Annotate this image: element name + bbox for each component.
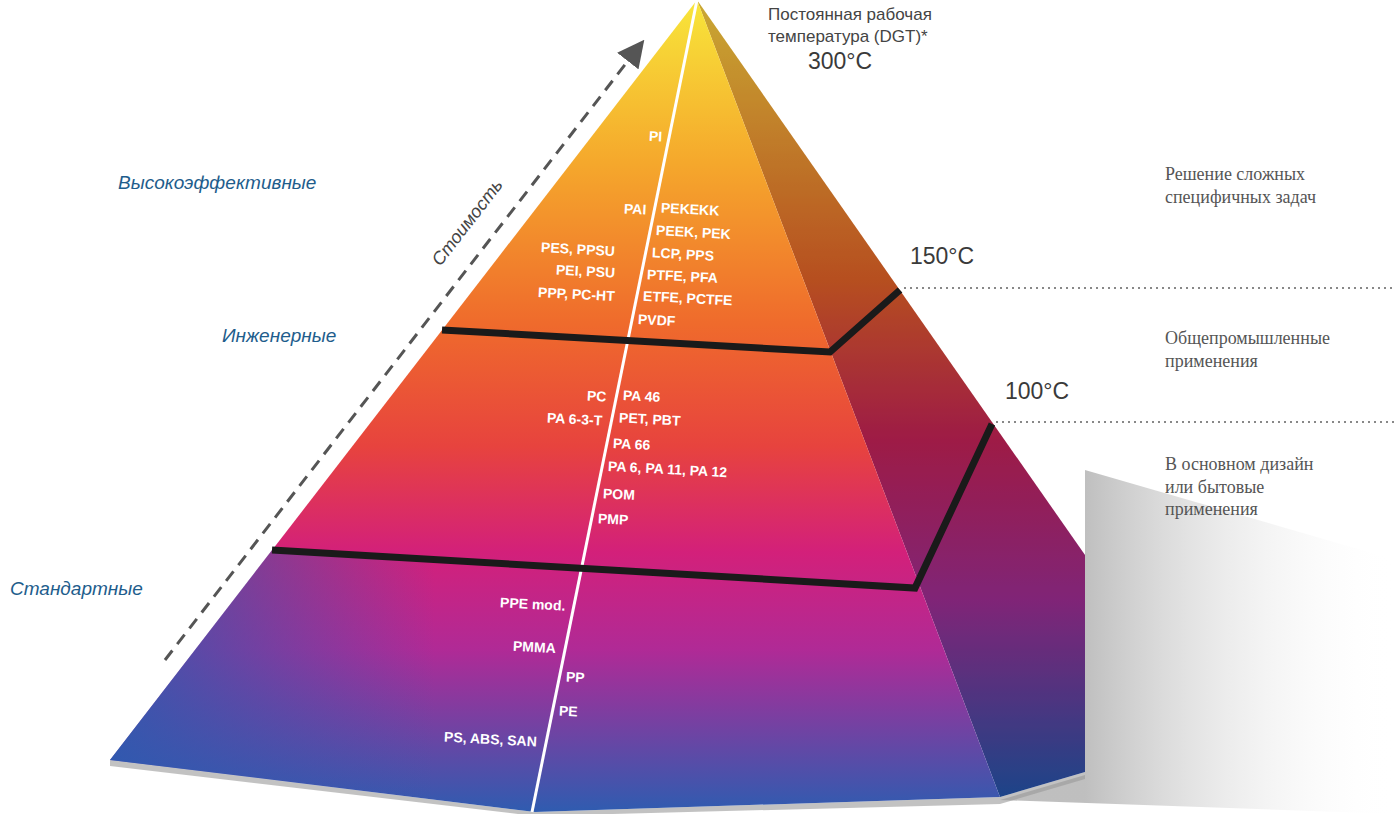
polymer-name: PTFE, PFA xyxy=(647,266,719,286)
pyramid-front-face xyxy=(110,0,1000,812)
polymer-name: POM xyxy=(603,485,636,503)
cost-arrow xyxy=(165,44,641,660)
temperature-label: 150°C xyxy=(910,243,974,271)
application-note: В основном дизайн или бытовые применения xyxy=(1165,453,1330,521)
polymer-name: PMP xyxy=(598,510,629,528)
polymer-name: PA 46 xyxy=(623,387,661,406)
pyramid-tier: СтандартныеPPE mod. PMMA PS, ABS, SAN PP PE xyxy=(0,550,1000,800)
temperature-guide xyxy=(904,287,1396,289)
polymer-name: PMMA xyxy=(513,638,557,657)
diagram-title: Постоянная рабочая температура (DGT)* xyxy=(768,4,946,48)
temperature-label: 100°C xyxy=(1005,378,1069,406)
polymer-name: PEI, PSU xyxy=(556,261,616,281)
pyramid-tier: ИнженерныеPC PA 6-3-T PA 46 PET, PBT PA 66 PA… xyxy=(200,320,1000,550)
tier-heading: Стандартные xyxy=(10,578,143,601)
polymer-name: ETFE, PCTFE xyxy=(643,288,733,309)
polymer-name: LCP, PPS xyxy=(652,244,715,264)
polymer-name: PA 6-3-T xyxy=(547,410,603,430)
tier-separator xyxy=(272,424,992,588)
polymer-name: PEEK, PEK xyxy=(656,222,731,243)
polymer-name: PA 66 xyxy=(613,435,651,454)
polymer-name: PPP, PC-HT xyxy=(538,284,616,305)
polymer-name: PI xyxy=(649,128,663,145)
temperature-guide xyxy=(996,421,1396,423)
cost-axis-label: Стоимость xyxy=(428,175,508,270)
pyramid-tier: Высокоэффективные PI PAI PES, PPSUPEI, PSU P… xyxy=(100,110,920,340)
polymer-name: PVDF xyxy=(638,311,676,330)
tier-heading: Высокоэффективные xyxy=(118,172,316,195)
polymer-name: PC xyxy=(587,388,607,406)
base-tier-tint xyxy=(110,550,1000,812)
polymer-name: PAI xyxy=(624,200,647,218)
temperature-label: 300°C xyxy=(808,48,872,76)
tier-heading: Инженерные xyxy=(222,325,336,348)
polymer-name: PP xyxy=(566,669,586,687)
polymer-name: PES, PPSU xyxy=(541,239,616,260)
application-note: Решение сложных специфичных задач xyxy=(1165,163,1330,208)
polymer-name: PPE mod. xyxy=(500,594,566,614)
polymer-name: PE xyxy=(559,703,579,721)
application-note: Общепромышленные применения xyxy=(1165,327,1330,372)
polymer-name: PA 6, PA 11, PA 12 xyxy=(608,458,728,481)
polymer-name: PET, PBT xyxy=(619,409,681,429)
polymer-name: PS, ABS, SAN xyxy=(444,729,538,751)
front-edge-line xyxy=(532,0,697,812)
polymer-name: PEKEKK xyxy=(661,199,720,219)
